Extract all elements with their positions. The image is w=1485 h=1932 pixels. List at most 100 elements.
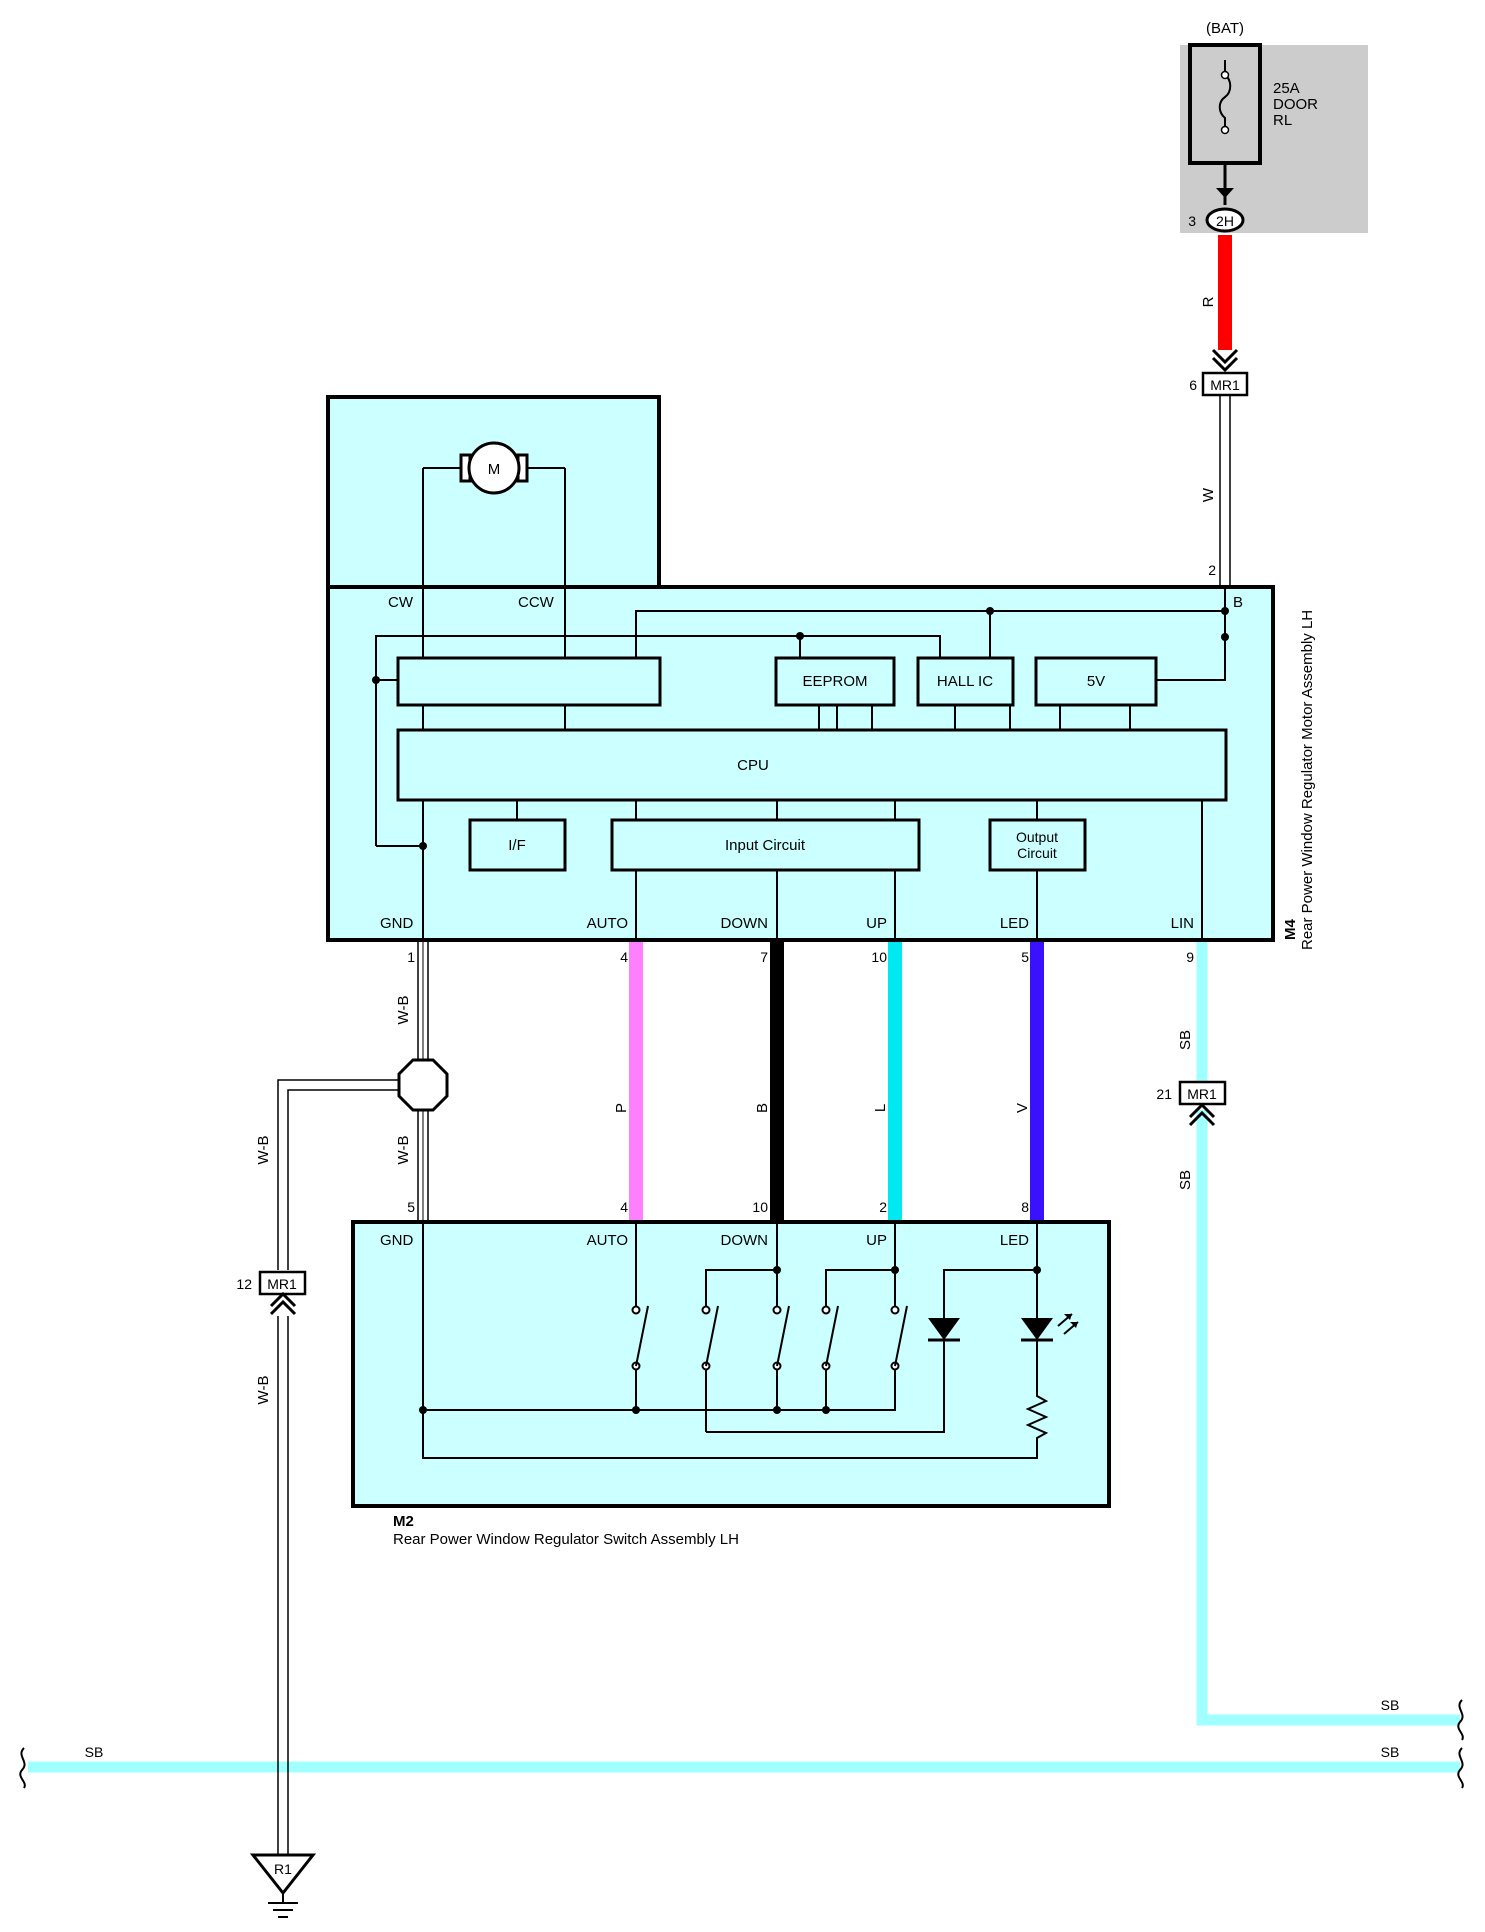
mr1-lin-pin: 21 xyxy=(1156,1086,1172,1102)
m2-terminal-gnd: GND xyxy=(380,1232,414,1249)
switch-pin-numbers: 5 4 10 2 8 xyxy=(407,1199,1029,1215)
fuse-rating: 25A xyxy=(1273,80,1300,97)
wire-lin-upper-label: SB xyxy=(1177,1030,1194,1050)
output-circuit-block xyxy=(988,818,1087,872)
resistor-icon xyxy=(1025,1390,1049,1440)
wire-up-label: L xyxy=(872,1104,889,1112)
bus-lower-left-label: SB xyxy=(85,1744,104,1760)
output-circuit-label-2: Circuit xyxy=(1017,845,1057,861)
m4-id: M4 xyxy=(1282,919,1299,940)
mr1-lin-label: MR1 xyxy=(1187,1086,1217,1102)
fuse-block-background xyxy=(1180,45,1368,233)
bus-upper-label: SB xyxy=(1381,1697,1400,1713)
splice-icon xyxy=(397,1058,449,1112)
mr1-gnd-label: MR1 xyxy=(267,1276,297,1292)
5v-block xyxy=(1034,656,1158,707)
m2-id: M2 xyxy=(393,1513,414,1530)
double-arrow-up-icon-2 xyxy=(1188,1102,1216,1127)
fuse-icon xyxy=(1218,60,1232,130)
m4-terminal-gnd: GND xyxy=(380,915,414,932)
wire-b-label: W xyxy=(1200,487,1217,502)
mr1-top-connector: MR1 6 xyxy=(1189,348,1249,397)
connector-arrow-icon xyxy=(1216,188,1234,198)
svg-text:8: 8 xyxy=(1021,1199,1029,1215)
motor-icon xyxy=(467,441,521,495)
switch-junctions xyxy=(419,1266,1041,1414)
terminal-b: B xyxy=(1233,594,1243,611)
svg-text:5: 5 xyxy=(407,1199,415,1215)
eeprom-label: EEPROM xyxy=(802,673,867,690)
m2-terminal-led: LED xyxy=(1000,1232,1029,1249)
svg-text:5: 5 xyxy=(1021,949,1029,965)
wire-gnd-left-lower-label: W-B xyxy=(255,1376,272,1405)
wire-auto-label: P xyxy=(613,1103,630,1113)
if-block xyxy=(468,818,567,872)
input-circuit-block xyxy=(610,818,921,872)
wire-lin-sb-lower xyxy=(1196,1110,1460,1726)
m4-terminal-auto: AUTO xyxy=(587,915,628,932)
colored-wires xyxy=(28,235,1460,1773)
m2-name: Rear Power Window Regulator Switch Assem… xyxy=(393,1531,739,1548)
svg-text:2: 2 xyxy=(879,1199,887,1215)
input-circuit-label: Input Circuit xyxy=(725,837,806,854)
double-arrow-icon xyxy=(1211,348,1239,373)
connector-2h xyxy=(1205,207,1245,233)
double-arrow-up-icon xyxy=(269,1291,297,1316)
svg-text:7: 7 xyxy=(760,949,768,965)
svg-text:4: 4 xyxy=(620,1199,628,1215)
svg-text:1: 1 xyxy=(407,949,415,965)
mr1-gnd-connector: MR1 12 xyxy=(236,1270,307,1316)
internal-wiring xyxy=(375,587,1226,940)
wire-gnd-left-upper-label: W-B xyxy=(255,1136,272,1165)
cpu-block xyxy=(396,728,1228,802)
bus-lower-right-label: SB xyxy=(1381,1744,1400,1760)
wire-break-icon xyxy=(19,1747,26,1789)
svg-text:10: 10 xyxy=(871,949,887,965)
m2-terminal-down: DOWN xyxy=(721,1232,769,1249)
m4-terminal-led: LED xyxy=(1000,915,1029,932)
m4-terminal-down: DOWN xyxy=(721,915,769,932)
if-label: I/F xyxy=(508,837,526,854)
ground-label: R1 xyxy=(274,1861,292,1877)
ground-r1: R1 xyxy=(249,1853,317,1918)
connector-2h-label: 2H xyxy=(1216,213,1234,229)
wire-led-label: V xyxy=(1014,1103,1031,1113)
mr1-gnd-pin: 12 xyxy=(236,1276,252,1292)
hall-ic-label: HALL IC xyxy=(937,673,993,690)
switch-contacts xyxy=(631,1305,908,1371)
wire-bat-label: R xyxy=(1200,296,1217,307)
fuse-block: (BAT) 25A DOOR RL 2H 3 xyxy=(1180,20,1368,233)
output-circuit-label-1: Output xyxy=(1016,829,1058,845)
svg-text:9: 9 xyxy=(1186,949,1194,965)
m4-pin-numbers: 1 4 7 10 5 9 xyxy=(407,949,1194,965)
wire-gnd-top-label: W-B xyxy=(395,996,412,1025)
terminal-b-pin: 2 xyxy=(1208,562,1216,578)
driver-block xyxy=(396,656,662,707)
5v-label: 5V xyxy=(1087,673,1105,690)
wire-down-label: B xyxy=(754,1103,771,1113)
switch-assembly: 5 4 10 2 8 GND AUTO DOWN UP LED xyxy=(351,1199,1111,1548)
wire-gnd-mid-label: W-B xyxy=(395,1136,412,1165)
connector-2h-pin: 3 xyxy=(1188,213,1196,229)
fuse-name-2: RL xyxy=(1273,112,1292,129)
svg-text:4: 4 xyxy=(620,949,628,965)
svg-text:10: 10 xyxy=(752,1199,768,1215)
ground-triangle-icon xyxy=(249,1853,317,1896)
m2-terminal-auto: AUTO xyxy=(587,1232,628,1249)
wire-break-icon xyxy=(1457,1699,1464,1741)
fuse-name-1: DOOR xyxy=(1273,96,1318,113)
bat-label: (BAT) xyxy=(1206,20,1244,37)
mr1-top-label: MR1 xyxy=(1210,377,1240,393)
terminal-ccw: CCW xyxy=(518,594,555,611)
diode-icon xyxy=(928,1318,960,1342)
motor-assembly: M CW CCW B 2 xyxy=(326,395,1316,950)
m4-name: Rear Power Window Regulator Motor Assemb… xyxy=(1299,610,1316,950)
hall-ic-block xyxy=(916,656,1015,707)
mr1-lin-connector: MR1 21 xyxy=(1156,1080,1227,1127)
eeprom-block xyxy=(774,656,896,707)
terminal-cw: CW xyxy=(388,594,414,611)
wire-lin-lower-label: SB xyxy=(1177,1170,1194,1190)
m4-terminal-lin: LIN xyxy=(1171,915,1194,932)
m4-terminal-up: UP xyxy=(866,915,887,932)
